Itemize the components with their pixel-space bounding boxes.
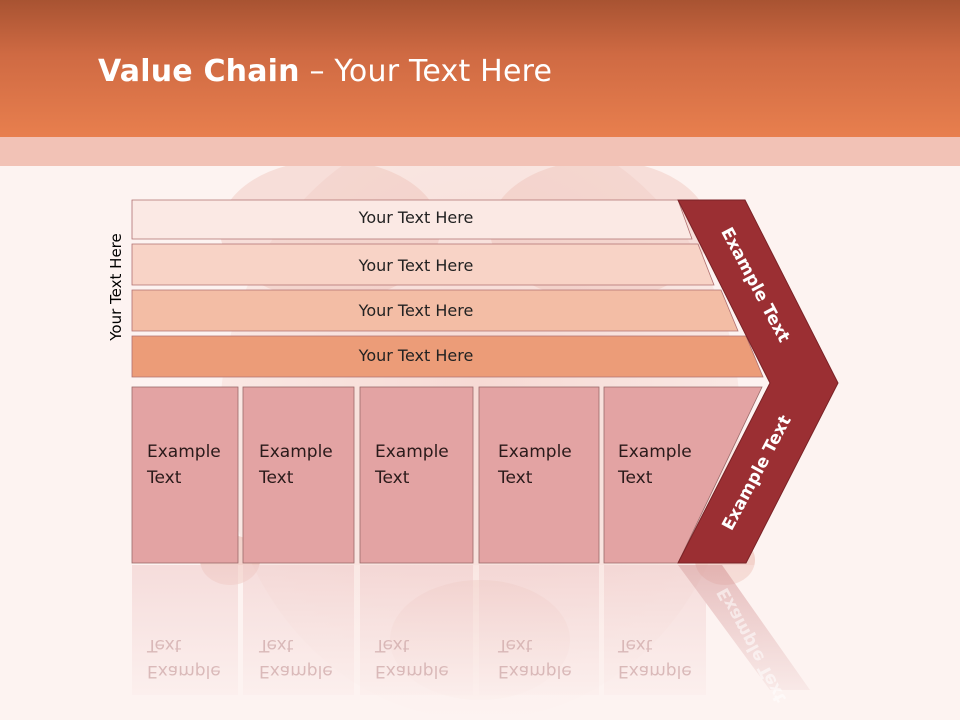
cell-3-reflection-line2: Text xyxy=(375,635,410,655)
cell-1-reflection: Example Text xyxy=(147,632,221,684)
cell-2-reflection: Example Text xyxy=(259,632,333,684)
cell-1-reflection-line2: Text xyxy=(147,635,182,655)
bar-4 xyxy=(131,335,764,378)
bar-1-label: Your Text Here xyxy=(358,208,474,227)
cell-1-line2: Text xyxy=(147,468,182,488)
cell-3-line2: Text xyxy=(375,468,410,488)
cell-4-reflection-line1: Example xyxy=(498,661,572,681)
bar-2-label: Your Text Here xyxy=(358,256,474,275)
bar-2 xyxy=(131,243,715,286)
cell-3-reflection: Example Text xyxy=(375,632,449,684)
cell-2 xyxy=(242,386,355,564)
bar-3-label: Your Text Here xyxy=(358,301,474,320)
slide-title: Value Chain – Your Text Here xyxy=(98,54,552,89)
header-band xyxy=(0,137,960,166)
cell-1-line1: Example xyxy=(147,442,221,462)
cell-2-reflection-line1: Example xyxy=(259,661,333,681)
chevron-arrow xyxy=(677,199,839,564)
cell-4-line2: Text xyxy=(498,468,533,488)
cell-5-line1: Example xyxy=(618,442,692,462)
cell-4-reflection: Example Text xyxy=(498,632,572,684)
cell-5-reflection: Example Text xyxy=(618,632,692,684)
title-bold: Value Chain xyxy=(98,54,300,89)
header-bar xyxy=(0,0,960,137)
cell-5-reflection-line2: Text xyxy=(618,635,653,655)
cell-2-line1: Example xyxy=(259,442,333,462)
title-rest: – Your Text Here xyxy=(299,54,553,89)
bar-4-label: Your Text Here xyxy=(358,346,474,365)
side-label-text: Your Text Here xyxy=(107,233,125,341)
bar-3 xyxy=(131,289,739,332)
cell-5-reflection-line1: Example xyxy=(618,661,692,681)
cell-3 xyxy=(359,386,474,564)
cell-1 xyxy=(131,386,239,564)
cell-3-reflection-line1: Example xyxy=(375,661,449,681)
cell-5-line2: Text xyxy=(618,468,653,488)
cell-1-reflection-line1: Example xyxy=(147,661,221,681)
cell-3-line1: Example xyxy=(375,442,449,462)
cell-2-reflection-line2: Text xyxy=(259,635,294,655)
cell-4-line1: Example xyxy=(498,442,572,462)
bar-1 xyxy=(131,199,693,240)
cell-4-reflection-line2: Text xyxy=(498,635,533,655)
cell-2-line2: Text xyxy=(259,468,294,488)
cell-4 xyxy=(478,386,600,564)
